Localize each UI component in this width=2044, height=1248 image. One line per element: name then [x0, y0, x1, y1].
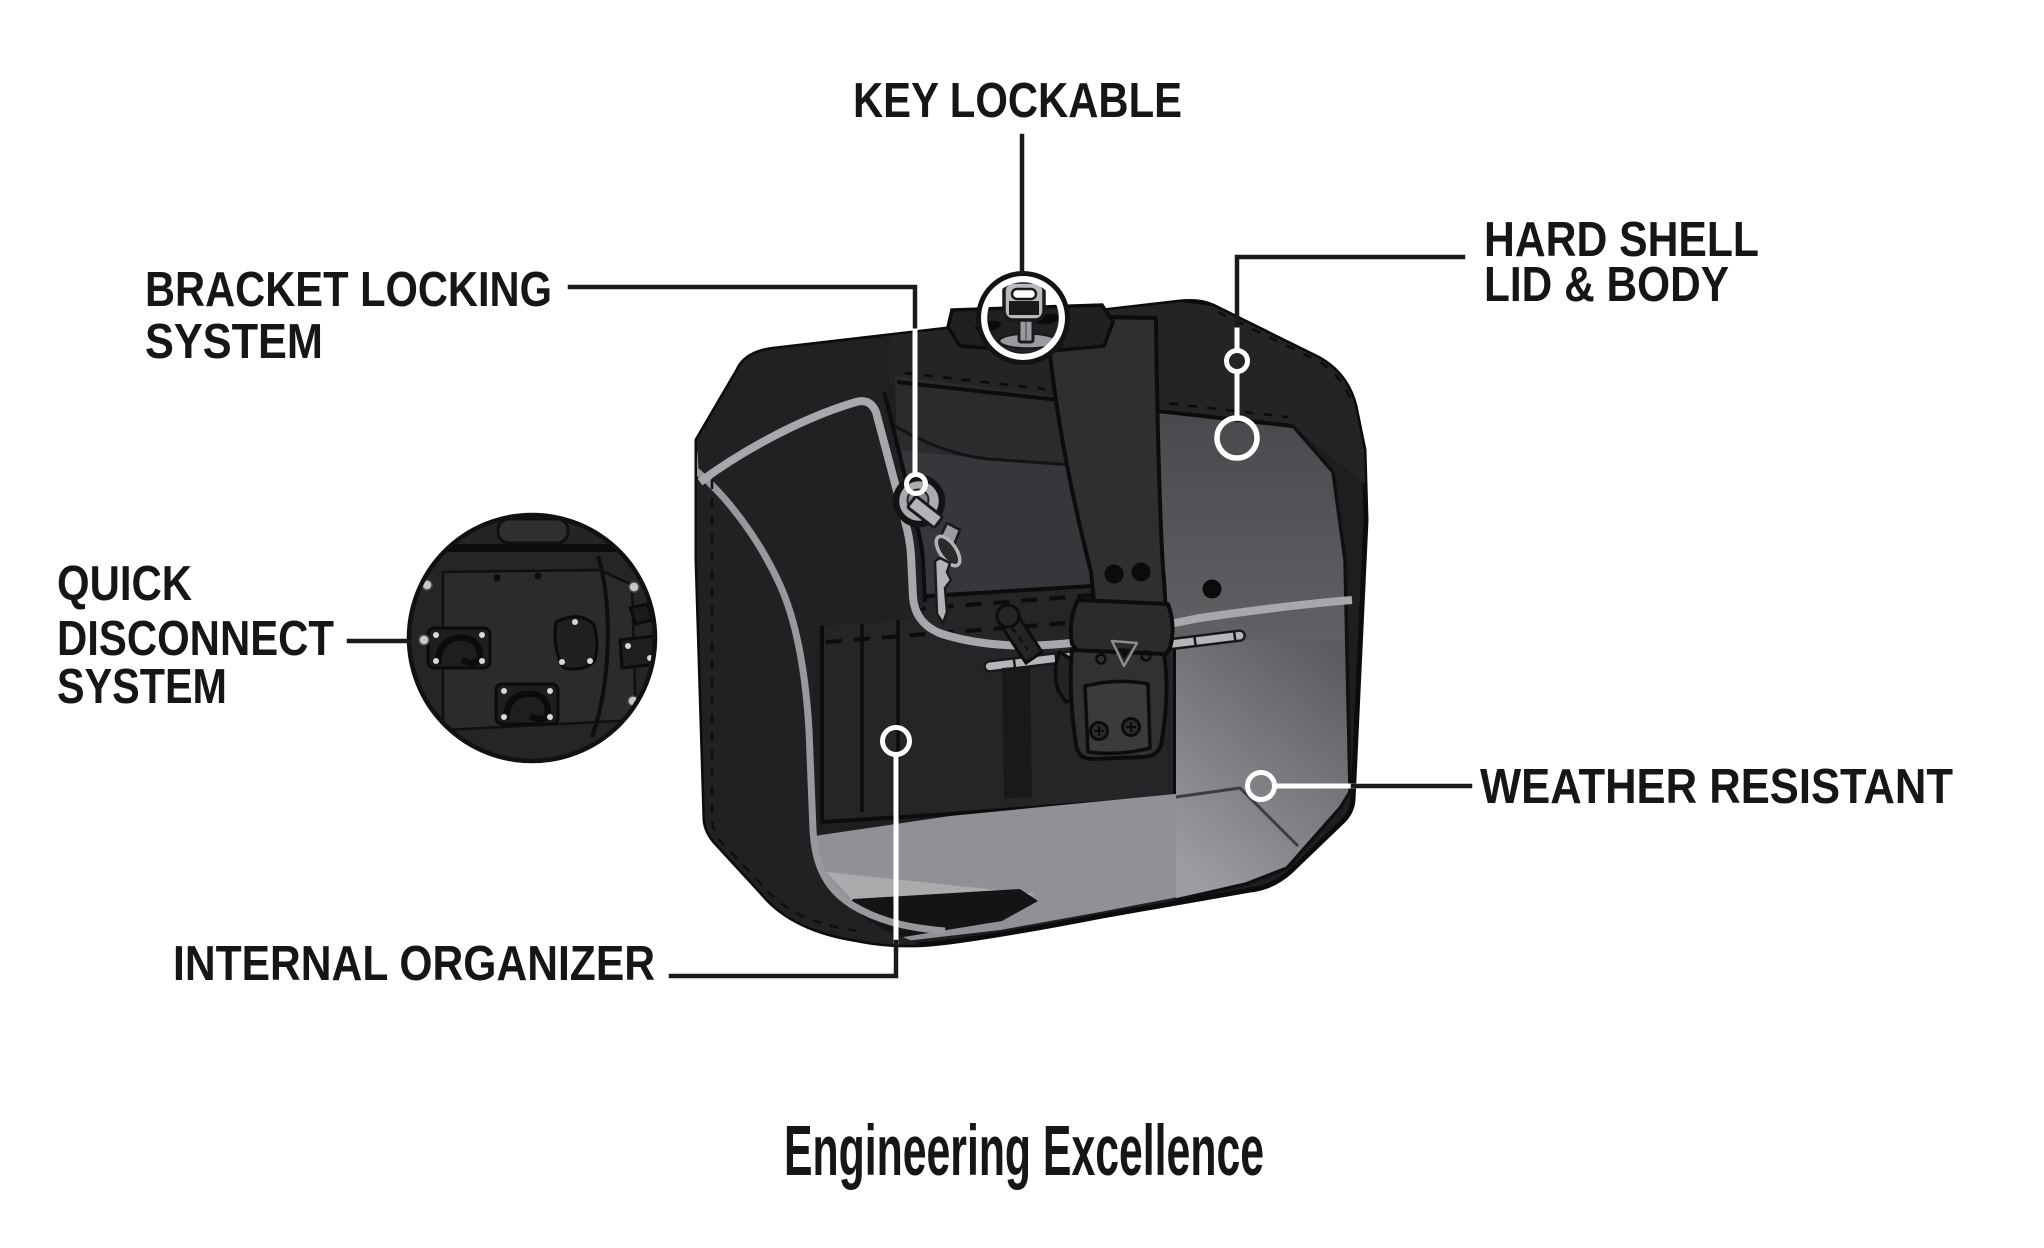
svg-text:INTERNAL ORGANIZER: INTERNAL ORGANIZER: [173, 937, 655, 991]
svg-text:QUICK: QUICK: [57, 557, 192, 611]
svg-text:SYSTEM: SYSTEM: [57, 660, 227, 714]
svg-text:HARD SHELL: HARD SHELL: [1484, 213, 1759, 267]
svg-text:BRACKET LOCKING: BRACKET LOCKING: [145, 263, 552, 317]
svg-text:LID & BODY: LID & BODY: [1484, 258, 1729, 312]
svg-text:WEATHER RESISTANT: WEATHER RESISTANT: [1480, 760, 1953, 814]
svg-text:Engineering Excellence: Engineering Excellence: [784, 1112, 1264, 1191]
svg-text:KEY LOCKABLE: KEY LOCKABLE: [853, 74, 1182, 128]
svg-text:DISCONNECT: DISCONNECT: [57, 612, 334, 666]
svg-text:SYSTEM: SYSTEM: [145, 315, 323, 369]
